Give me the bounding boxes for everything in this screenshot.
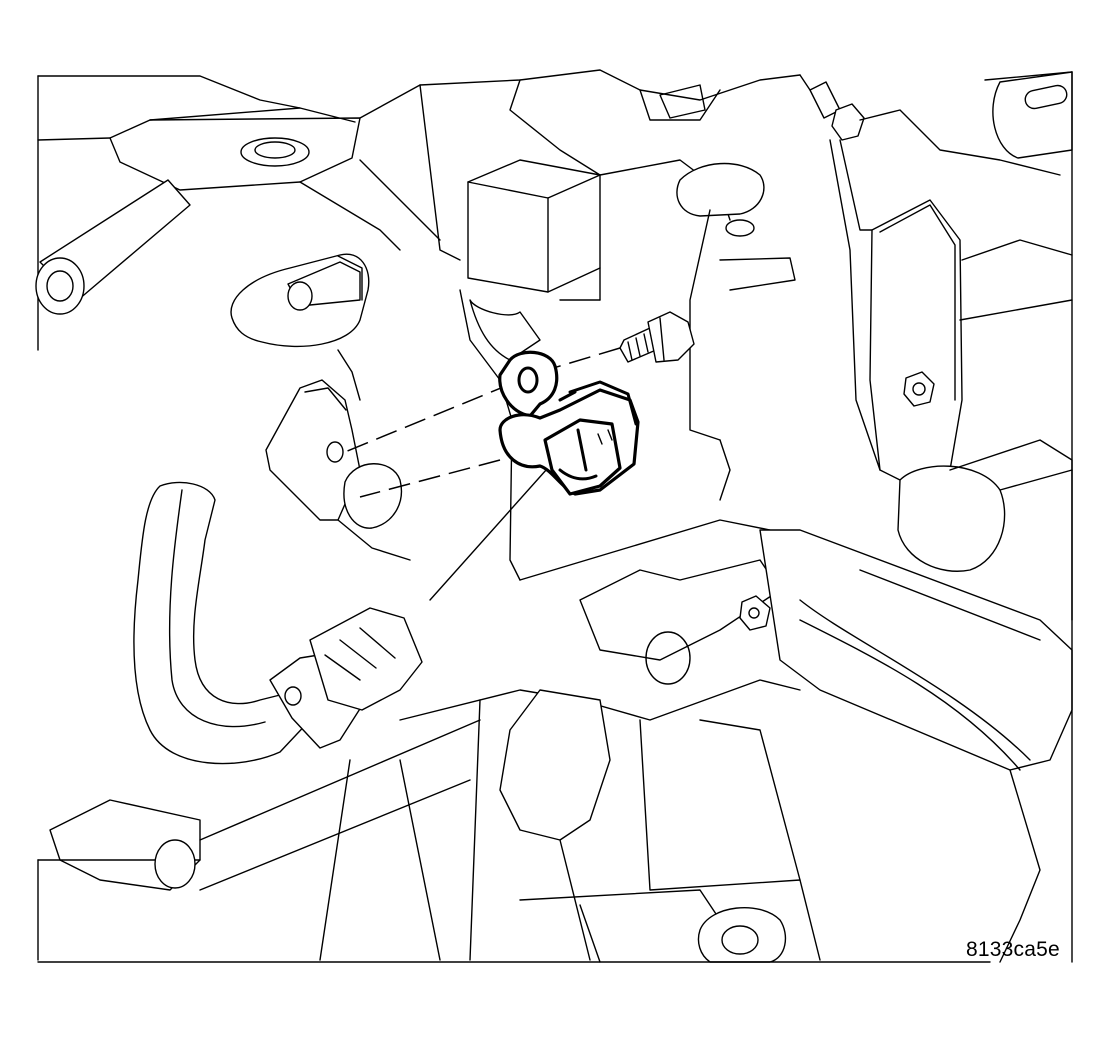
- right-bracket: [829, 139, 963, 481]
- left-stud-mount: [230, 253, 370, 348]
- relay-block: [467, 159, 601, 293]
- lower-left-hose: [133, 481, 313, 765]
- upper-left-tube: [35, 179, 191, 315]
- upper-right-stud: [799, 74, 865, 141]
- left-bracket: [265, 349, 411, 561]
- lower-frame: [319, 679, 821, 961]
- hose-connector: [269, 607, 423, 749]
- sensor-component: [498, 350, 640, 496]
- frame-edges: [37, 71, 1073, 963]
- column-plate: [559, 209, 731, 501]
- right-round-boss: [897, 239, 1073, 621]
- upper-left-bracket: [37, 75, 361, 351]
- right-mounting-plate: [859, 71, 1073, 176]
- figure-id-label: 8133ca5e: [966, 938, 1060, 961]
- lower-right-bracket: [519, 519, 1073, 771]
- lower-left-bar: [37, 719, 481, 961]
- upper-frame: [299, 69, 801, 291]
- lower-round-boss: [579, 769, 1041, 963]
- mounting-bolt: [619, 311, 695, 363]
